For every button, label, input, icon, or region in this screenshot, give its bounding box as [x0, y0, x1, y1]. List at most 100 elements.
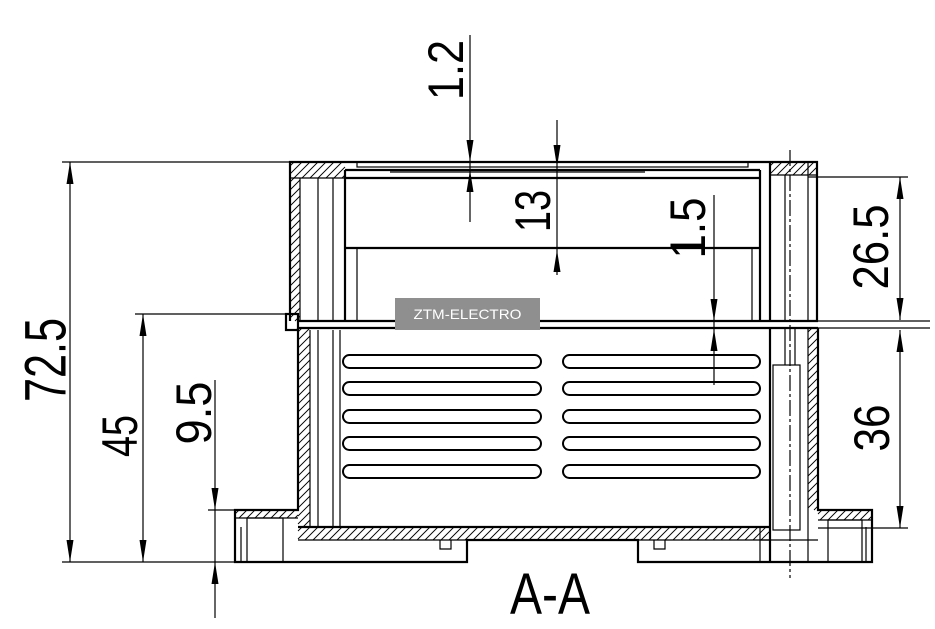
- hatch-line: [807, 425, 819, 437]
- hatch-line: [632, 526, 647, 541]
- hatch-line: [464, 526, 479, 541]
- hatch-line: [293, 161, 311, 179]
- dimension-label-9-5: 9.5: [166, 382, 222, 445]
- hatch-line: [328, 526, 343, 541]
- hatch-line: [289, 291, 301, 303]
- hatch-line: [807, 369, 819, 381]
- hatch-line: [278, 509, 288, 519]
- vent-slot: [342, 464, 542, 479]
- dimension-arrowhead: [896, 506, 904, 528]
- hatch-line: [440, 526, 455, 541]
- dimension-arrowhead: [139, 314, 147, 336]
- hatch-line: [289, 211, 301, 223]
- hatch-line: [408, 526, 423, 541]
- hatch-line: [616, 526, 631, 541]
- hatch-line: [304, 526, 319, 541]
- hatch-line: [807, 433, 819, 445]
- hatch-line: [480, 526, 495, 541]
- dimension-arrowhead: [710, 299, 718, 321]
- hatch-line: [608, 526, 623, 541]
- pin-body: [772, 364, 801, 531]
- hatch-line: [238, 509, 248, 519]
- hatch-line: [309, 161, 327, 179]
- hatch-line: [728, 526, 743, 541]
- hatch-line: [568, 526, 583, 541]
- hatch-line: [289, 259, 301, 271]
- section-hatching: [234, 161, 873, 541]
- hatch-line: [680, 526, 695, 541]
- hatch-line: [448, 526, 463, 541]
- hatch-line: [297, 391, 311, 405]
- vent-slot: [342, 354, 542, 369]
- hatch-line: [297, 487, 311, 501]
- hatch-line: [368, 526, 383, 541]
- hatch-line: [352, 526, 367, 541]
- hatch-line: [289, 275, 301, 287]
- vent-slot: [562, 354, 761, 369]
- hatch-line: [696, 526, 711, 541]
- hatch-line: [289, 179, 301, 191]
- dimension-lines: [62, 35, 908, 618]
- hatch-line: [496, 526, 511, 541]
- hatch-line: [769, 161, 783, 175]
- dimension-arrowhead: [66, 540, 74, 562]
- hatch-line: [297, 359, 311, 373]
- dimension-label-1-2: 1.2: [418, 40, 474, 100]
- dimension-arrowhead: [710, 329, 718, 351]
- hatch-line: [301, 161, 319, 179]
- hatch-line: [827, 509, 839, 521]
- hatch-line: [807, 401, 819, 413]
- hatch-line: [289, 187, 301, 199]
- hatch-line: [807, 345, 819, 357]
- right-flange-recess: [827, 519, 863, 563]
- hatch-line: [297, 455, 311, 469]
- dimension-arrowhead: [896, 177, 904, 199]
- hatch-line: [600, 526, 615, 541]
- hatch-line: [432, 526, 447, 541]
- hatch-line: [807, 337, 819, 349]
- hatch-line: [289, 283, 301, 295]
- hatch-line: [297, 367, 311, 381]
- hatch-line: [648, 526, 663, 541]
- hatch-line: [760, 530, 771, 541]
- hatch-line: [424, 526, 439, 541]
- hatch-line: [297, 439, 311, 453]
- hatch-line: [807, 473, 819, 485]
- hatch-line: [504, 526, 519, 541]
- left-flange-recess: [246, 517, 284, 563]
- hatch-line: [720, 526, 735, 541]
- hatch-line: [289, 195, 301, 207]
- vent-slots: [342, 354, 761, 479]
- top-plate: [356, 161, 749, 168]
- hatch-line: [289, 243, 301, 255]
- hatch-line: [297, 327, 311, 341]
- hatch-line: [289, 235, 301, 247]
- hatch-line: [297, 423, 311, 437]
- hatch-line: [859, 509, 871, 521]
- hatch-line: [297, 375, 311, 389]
- hatch-line: [807, 417, 819, 429]
- dimension-arrowhead: [553, 250, 561, 272]
- hatch-line: [640, 526, 655, 541]
- hatch-line: [297, 407, 311, 421]
- hatch-line: [819, 509, 831, 521]
- hatch-line: [246, 509, 256, 519]
- hatch-line: [512, 526, 527, 541]
- dimension-arrowhead: [466, 170, 474, 192]
- hatch-line: [297, 431, 311, 445]
- hatch-line: [807, 393, 819, 405]
- hatch-line: [289, 251, 301, 263]
- hatch-line: [807, 489, 819, 501]
- hatch-line: [807, 457, 819, 469]
- hatch-line: [297, 503, 311, 517]
- dimension-arrowhead: [553, 145, 561, 167]
- dimension-arrowhead: [211, 488, 219, 510]
- dimension-arrowhead: [139, 540, 147, 562]
- hatch-line: [472, 526, 487, 541]
- hatch-line: [656, 526, 671, 541]
- hatch-line: [807, 497, 819, 509]
- hatch-line: [807, 441, 819, 453]
- watermark: ZTM-ELECTRO: [395, 298, 540, 330]
- hatch-line: [317, 161, 335, 179]
- dimension-arrowhead: [66, 162, 74, 184]
